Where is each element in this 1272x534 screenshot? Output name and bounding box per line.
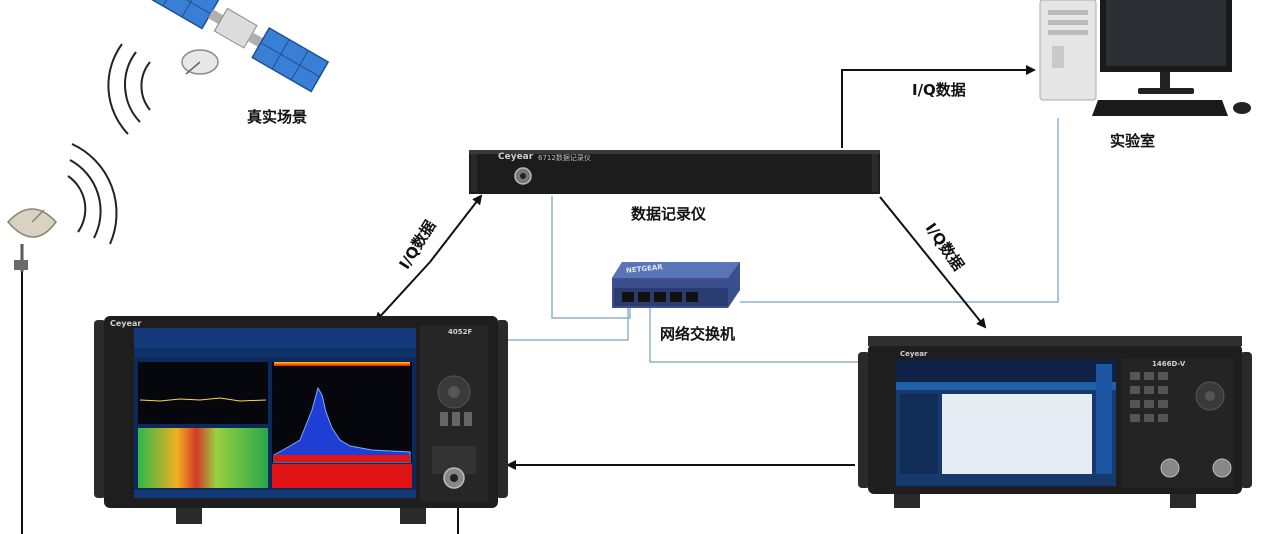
arrow-recorder-analyzer-a	[429, 194, 483, 263]
label-iq-data-top: I/Q数据	[912, 81, 966, 99]
signal-generator-device	[858, 336, 1252, 508]
arrow-recorder-analyzer-b	[374, 261, 431, 323]
analyzer-model: 4052F	[448, 328, 473, 336]
satellite-icon	[142, 0, 330, 93]
generator-model: 1466D-V	[1152, 360, 1186, 368]
label-data-recorder: 数据记录仪	[631, 205, 707, 223]
cable-recorder-switch	[551, 196, 631, 319]
cable-switch-lab	[740, 118, 1059, 303]
antenna-icon	[6, 208, 57, 534]
lab-computer-icon	[1039, 0, 1251, 116]
data-recorder-device	[469, 150, 880, 194]
cable-switch-analyzer	[505, 306, 629, 341]
antenna-signal-waves	[67, 143, 118, 245]
generator-brand: Ceyear	[900, 350, 928, 358]
satellite-signal-waves	[107, 43, 151, 135]
cable-switch-generator	[649, 306, 858, 363]
arrow-recorder-to-generator	[879, 196, 987, 329]
recorder-brand: Ceyear	[498, 152, 534, 162]
flow-arrows	[374, 65, 1036, 534]
analyzer-brand: Ceyear	[110, 319, 142, 328]
arrow-recorder-to-lab	[841, 65, 1036, 148]
recorder-model: 6712数据记录仪	[538, 154, 591, 162]
network-switch-device	[612, 262, 740, 308]
network-cables	[505, 118, 1059, 363]
label-real-scene: 真实场景	[247, 108, 308, 126]
label-lab: 实验室	[1110, 132, 1156, 150]
signal-analyzer-device	[94, 316, 508, 524]
label-network-switch: 网络交换机	[660, 325, 736, 343]
